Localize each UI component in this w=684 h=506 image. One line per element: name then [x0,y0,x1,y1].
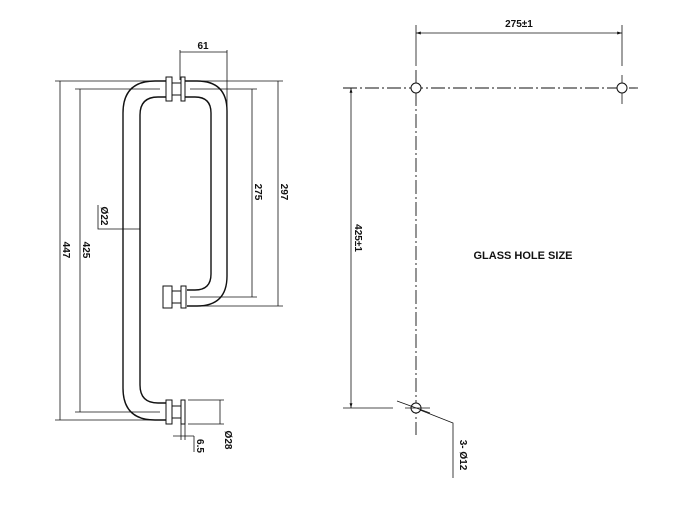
dim-hole-horizontal: 275±1 [505,19,533,30]
short-leg-outer [185,80,228,307]
dim-297: 297 [278,184,289,201]
dim-standoff-diameter: Ø28 [222,431,233,450]
dim-275: 275 [252,184,263,201]
hole-top-right [616,82,628,94]
top-standoff [165,76,186,102]
dim-standoff-thickness: 6.5 [194,439,205,453]
short-leg-inner [185,96,212,291]
glass-hole-size-title: GLASS HOLE SIZE [473,250,572,262]
handle-tube-inner [139,96,167,404]
middle-standoff [162,285,187,309]
hole-top-left [410,82,422,94]
dim-61: 61 [197,41,209,52]
dim-425: 425 [80,242,91,259]
glass-hole-view: 275±1 425±1 3- Ø12 GLASS HOLE SIZE [343,19,638,478]
dim-hole-vertical: 425±1 [352,224,363,252]
handle-tube-outer [122,80,167,421]
dim-tube-diameter: Ø22 [98,207,109,226]
dim-447: 447 [60,242,71,259]
hole-callout: 3- Ø12 [457,440,468,471]
bottom-standoff [165,399,186,425]
handle-side-view: 447 425 61 275 297 Ø22 Ø28 6.5 [55,41,289,453]
